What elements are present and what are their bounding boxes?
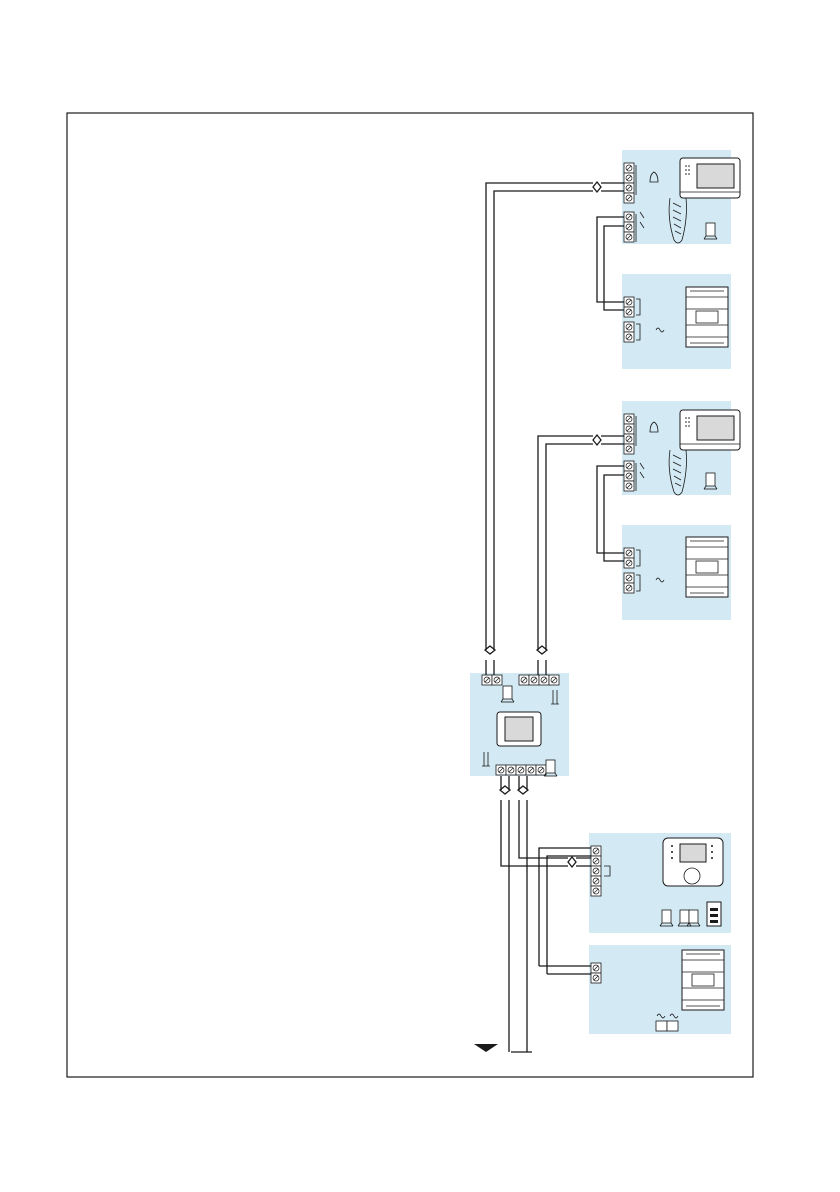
floor-distributor-icon xyxy=(497,712,541,746)
entrance-panel xyxy=(589,833,731,933)
power-supply-1-panel xyxy=(622,274,731,369)
distributor-panel xyxy=(470,673,569,776)
dip-switch-icon xyxy=(707,902,721,926)
din-rail-power-supply-icon xyxy=(682,950,724,1010)
ground-arrow-icon xyxy=(474,1044,498,1052)
video-handset-2-panel xyxy=(622,401,740,495)
main-power-supply-panel xyxy=(589,945,731,1034)
door-entry-panel-icon xyxy=(663,838,723,886)
din-rail-power-supply-icon xyxy=(686,287,728,347)
video-handset-1-panel xyxy=(622,150,740,244)
power-supply-2-panel xyxy=(622,525,731,620)
din-rail-power-supply-icon xyxy=(686,537,728,597)
